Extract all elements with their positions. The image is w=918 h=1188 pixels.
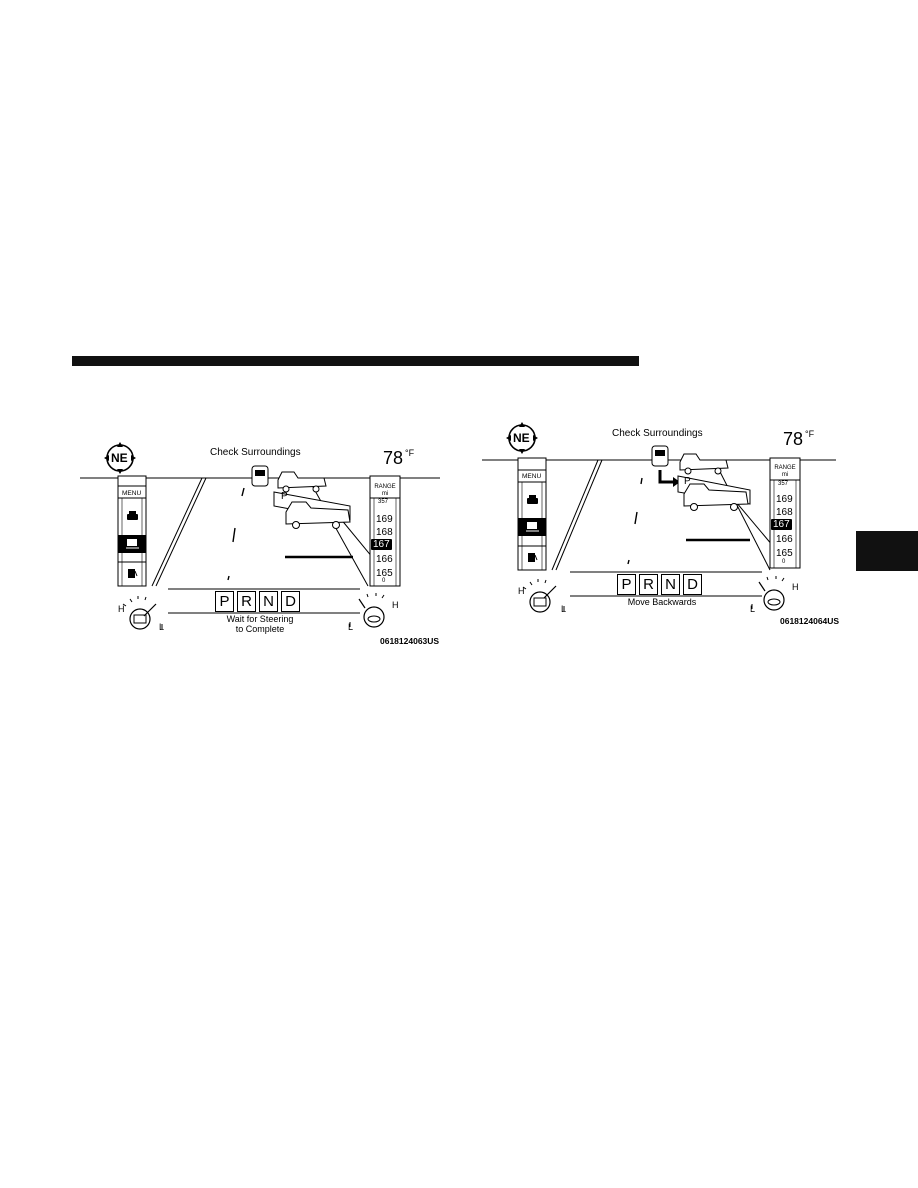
compass-heading: NE [513, 431, 530, 445]
oil-temp-gauge-icon [758, 576, 785, 611]
pickup-truck-icon [683, 483, 749, 511]
range-selected-value: 167 [371, 539, 392, 550]
range-value: 168 [376, 527, 393, 538]
pickup-truck-icon [277, 471, 327, 493]
compass-icon [506, 422, 538, 454]
outside-temperature: 78°F [783, 429, 814, 450]
gauge-low-left: L [561, 604, 567, 614]
host-vehicle-icon [651, 445, 669, 467]
pickup-truck-icon [285, 501, 351, 529]
battery-gauge-icon [522, 579, 557, 613]
gauge-low-left: L [159, 622, 165, 632]
outside-temperature: 78°F [383, 448, 414, 469]
range-selected-value: 167 [771, 519, 792, 530]
vehicle-icon [527, 495, 538, 504]
status-message-line1: Move Backwards [627, 597, 697, 607]
range-top: 357 [778, 481, 789, 487]
menu-label: MENU [122, 490, 142, 497]
temperature-unit: °F [405, 448, 415, 458]
range-bottom: 0 [382, 578, 386, 584]
figure-1: NE Check Surroundings 78°F MENU RANGE mi… [78, 436, 448, 650]
range-value: 168 [776, 507, 793, 518]
gauge-low-right: L [750, 604, 756, 614]
chapter-tab [856, 531, 918, 571]
figure-2: NE Check Surroundings 78°F MENU RANGE mi… [480, 420, 850, 634]
range-value: 166 [376, 554, 393, 565]
reverse-arrow-icon [658, 470, 680, 487]
figure-2-graphics [482, 422, 836, 613]
park-assist-icon [526, 522, 539, 532]
compass-heading: NE [111, 451, 128, 465]
gauge-high-left: H [518, 586, 525, 596]
range-value: 166 [776, 534, 793, 545]
status-message-line2: to Complete [235, 624, 285, 634]
gauge-high-left: H [118, 604, 125, 614]
image-code: 0618124064US [780, 616, 840, 626]
section-divider-bar [72, 356, 639, 366]
temperature-value: 78 [783, 429, 804, 449]
host-vehicle-icon [251, 465, 269, 487]
status-message: Move Backwards [602, 597, 722, 607]
range-unit: mi [781, 472, 789, 478]
figure-1-graphics [80, 442, 440, 630]
vehicle-icon [127, 511, 138, 520]
range-label: RANGE mi [770, 465, 800, 479]
gear-r: R [237, 591, 256, 612]
range-value: 169 [776, 494, 793, 505]
range-bottom: 0 [782, 559, 786, 565]
range-value: 165 [776, 548, 793, 559]
range-title: RANGE [374, 484, 396, 490]
range-value: 169 [376, 514, 393, 525]
parking-marker: P [281, 491, 288, 502]
fuel-icon [128, 569, 138, 578]
compass-icon [104, 442, 136, 474]
gauge-high-right: H [392, 600, 399, 610]
check-surroundings-title: Check Surroundings [612, 428, 703, 439]
range-value: 165 [376, 568, 393, 579]
park-assist-icon [126, 539, 139, 549]
fuel-icon [528, 553, 538, 562]
range-title: RANGE [774, 465, 796, 471]
gear-d: D [683, 574, 702, 595]
gauge-high-right: H [792, 582, 799, 592]
gauge-low-right: L [348, 622, 354, 632]
gear-d: D [281, 591, 300, 612]
status-message-line1: Wait for Steering [226, 614, 294, 624]
pickup-truck-icon [679, 453, 729, 475]
image-code: 0618124063US [380, 636, 440, 646]
parking-marker: P [684, 476, 691, 487]
check-surroundings-title: Check Surroundings [210, 447, 301, 458]
range-label: RANGE mi [370, 484, 400, 498]
menu-label: MENU [522, 473, 542, 480]
range-top: 357 [378, 499, 389, 505]
oil-temp-gauge-icon [358, 593, 385, 628]
range-unit: mi [381, 491, 389, 497]
battery-gauge-icon [122, 596, 157, 630]
temperature-value: 78 [383, 448, 404, 468]
gear-n: N [661, 574, 680, 595]
status-message: Wait for Steering to Complete [200, 614, 320, 634]
gear-r: R [639, 574, 658, 595]
gear-p: P [617, 574, 636, 595]
gear-p: P [215, 591, 234, 612]
gear-n: N [259, 591, 278, 612]
temperature-unit: °F [805, 429, 815, 439]
